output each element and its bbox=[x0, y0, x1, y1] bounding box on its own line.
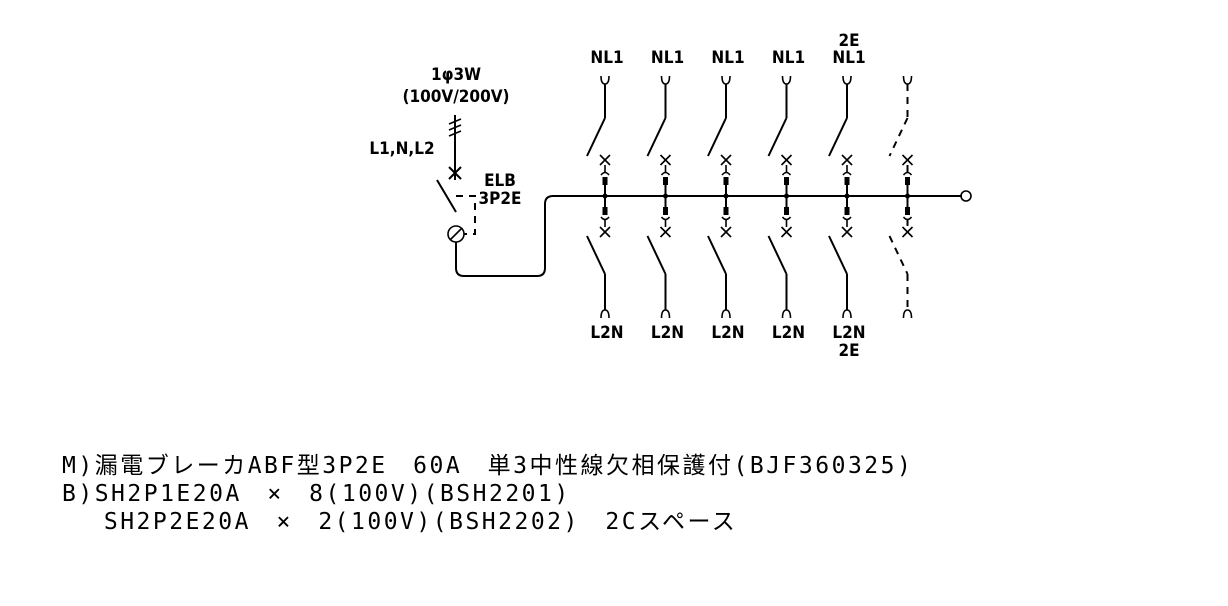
branch-top-label: NL1 bbox=[832, 48, 865, 68]
branch-bottom-label: L2N bbox=[711, 323, 744, 343]
main-breaker-symbol bbox=[436, 115, 972, 277]
branch-breaker bbox=[888, 75, 914, 319]
supply-label: 1φ3W bbox=[431, 65, 481, 85]
branch-bottom-label: L2N bbox=[651, 323, 684, 343]
spec-line-branch-1: B)SH2P1E20A × 8(100V)(BSH2201) bbox=[62, 481, 571, 507]
voltage-label: (100V/200V) bbox=[402, 87, 509, 107]
branch-bottom-label: L2N bbox=[772, 323, 805, 343]
branch-top-label: NL1 bbox=[711, 48, 744, 68]
branch-bottom-label: L2N bbox=[832, 323, 865, 343]
branch-top-label: NL1 bbox=[772, 48, 805, 68]
spec-line-branch-2: SH2P2E20A × 2(100V)(BSH2202) 2Cスペース bbox=[62, 509, 738, 535]
elb-poles-label: 3P2E bbox=[479, 189, 522, 209]
branch-bottom-extra-label: 2E bbox=[838, 341, 859, 361]
branch-top-extra-label: 2E bbox=[838, 31, 859, 51]
spec-line-main: M)漏電ブレーカABF型3P2E 60A 単3中性線欠相保護付(BJF36032… bbox=[62, 453, 914, 479]
branch-top-label: NL1 bbox=[651, 48, 684, 68]
branch-top-label: NL1 bbox=[590, 48, 623, 68]
branch-bottom-label: L2N bbox=[590, 323, 623, 343]
phases-label: L1,N,L2 bbox=[369, 139, 434, 159]
elb-label: ELB bbox=[484, 171, 516, 191]
